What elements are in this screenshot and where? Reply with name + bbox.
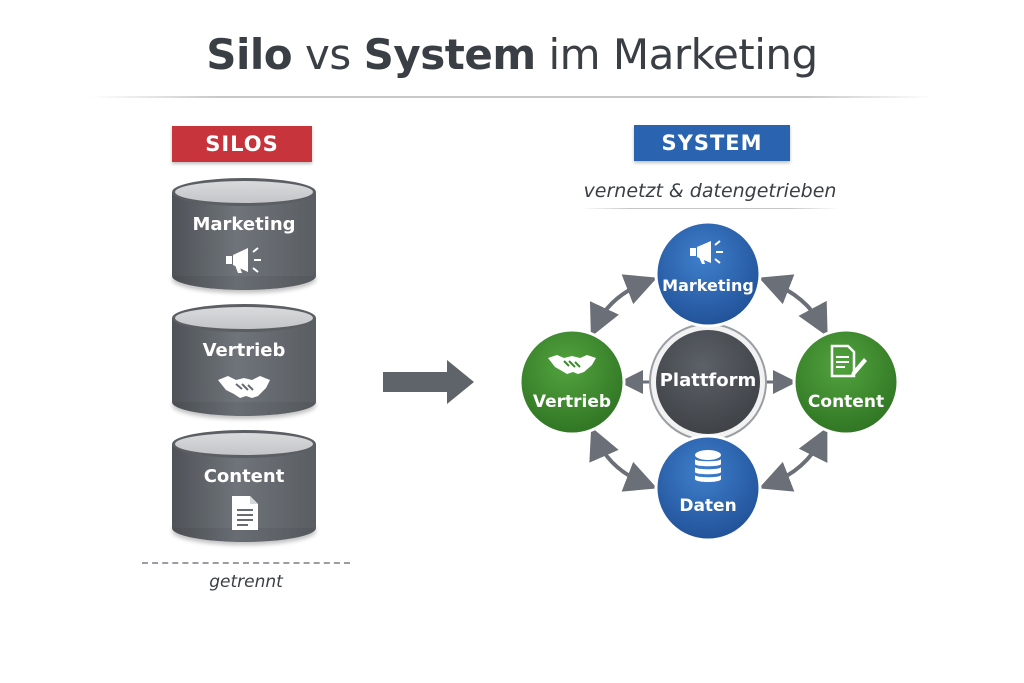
node-marketing [654,220,762,328]
silo-marketing: Marketing [172,178,316,290]
transition-arrow [383,360,474,404]
silo-vertrieb: Vertrieb [172,304,316,416]
title-im-marketing: im Marketing [548,30,818,79]
node-vertrieb-label: Vertrieb [532,392,612,412]
arrow-content-daten [758,427,828,492]
title-system: System [363,30,536,79]
title-divider [90,96,934,98]
node-daten [654,434,762,542]
silo-content-label: Content [203,466,285,487]
title-silo: Silo [206,30,293,79]
arrow-marketing-vertrieb [589,274,658,337]
handshake-icon [218,376,270,398]
silo-content: Content [172,430,316,542]
node-marketing-label: Marketing [662,276,754,295]
silos-footer: getrennt [209,572,283,592]
silos-badge: SILOS [172,126,312,162]
node-content [792,328,900,436]
system-subtitle: vernetzt & datengetrieben [583,180,837,202]
silo-marketing-label: Marketing [192,214,296,235]
silos-divider [142,562,350,564]
document-icon [830,344,867,378]
platform-node [656,330,760,434]
node-content-label: Content [807,392,885,412]
silo-vertrieb-label: Vertrieb [202,340,286,361]
handshake-icon [548,355,596,374]
platform-label: Plattform [659,370,757,391]
node-vertrieb [518,328,626,436]
database-icon [695,450,721,482]
arrow-vertrieb-daten [589,427,658,492]
system-badge: SYSTEM [634,125,790,161]
megaphone-icon [690,240,723,264]
node-daten-label: Daten [679,496,737,516]
megaphone-icon [226,247,261,273]
arrow-marketing-content [758,274,828,337]
page-title: Silo vs System im Marketing [0,30,1024,79]
title-vs: vs [305,30,351,79]
subtitle-divider [580,208,840,209]
document-icon [232,496,258,530]
